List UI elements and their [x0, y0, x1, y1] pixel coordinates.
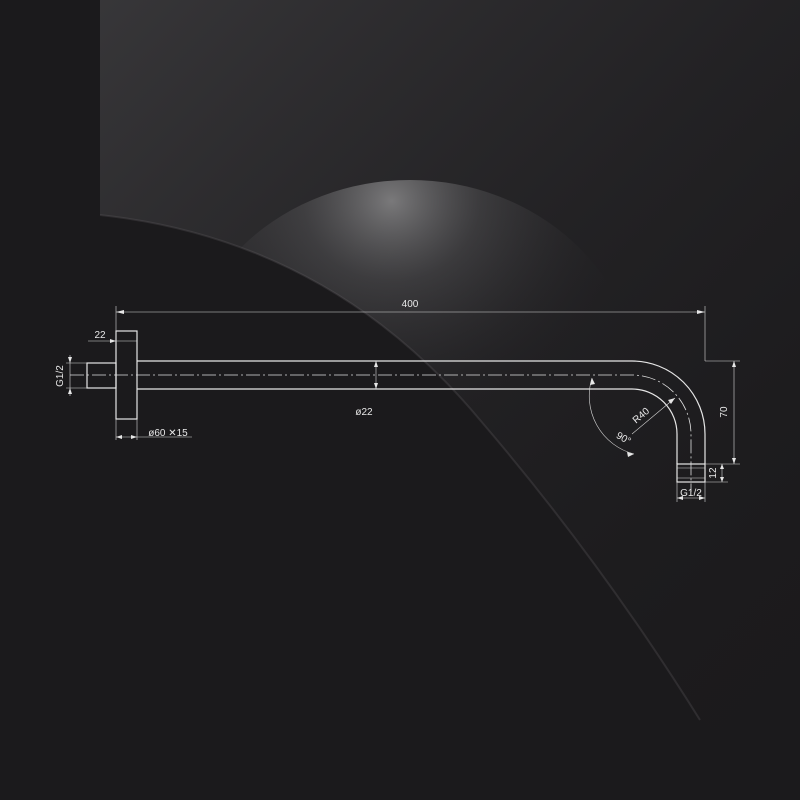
dim-pipe-diameter: ø22 — [355, 407, 373, 418]
light-edge — [99, 214, 701, 721]
dim-overall-length: 400 — [402, 299, 419, 310]
arm-pipe — [137, 360, 706, 464]
dim-flange-thickness: 22 — [94, 330, 106, 341]
center-line — [70, 374, 692, 492]
dim-flange-size: ø60 ✕15 — [148, 428, 188, 439]
dim-drop-height: 70 — [719, 406, 730, 418]
dim-outlet-thread: G1/2 — [680, 488, 702, 499]
dim-outlet-length: 12 — [708, 467, 719, 479]
dim-arc-angle — [588, 377, 635, 455]
dim-line-radius — [631, 397, 676, 435]
dim-inlet-thread: G1/2 — [55, 365, 66, 387]
